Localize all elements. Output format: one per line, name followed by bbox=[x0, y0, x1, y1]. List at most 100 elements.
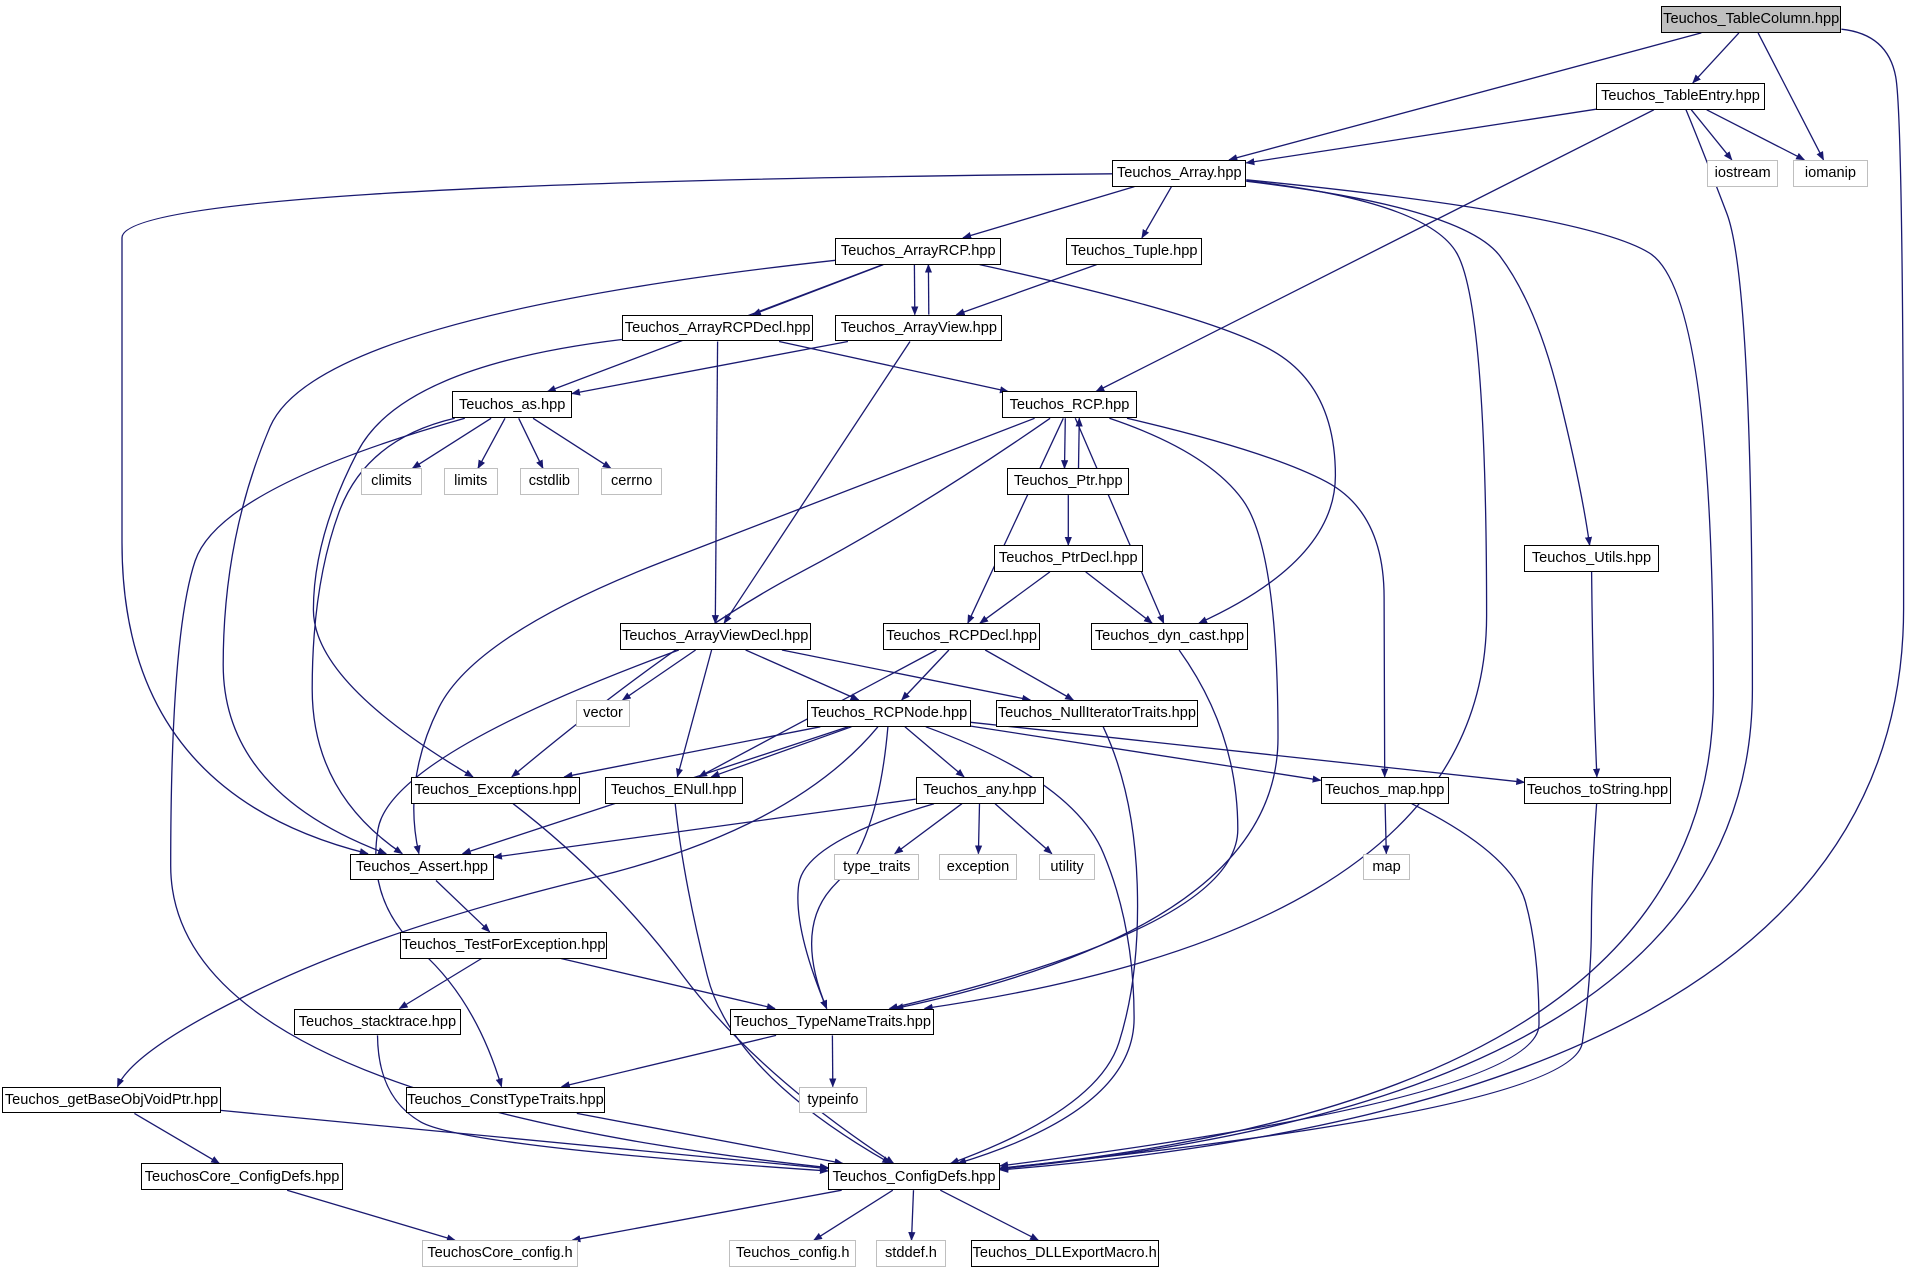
node-array-rcp[interactable]: Teuchos_ArrayRCP.hpp bbox=[835, 237, 1002, 265]
node-assert[interactable]: Teuchos_Assert.hpp bbox=[349, 853, 494, 881]
node-utils[interactable]: Teuchos_Utils.hpp bbox=[1524, 545, 1659, 572]
edge-array-to-utils bbox=[1246, 180, 1593, 546]
edge-rcp-to-rcp-decl bbox=[967, 418, 1064, 625]
node-type-traits: type_traits bbox=[834, 853, 920, 881]
node-table-entry[interactable]: Teuchos_TableEntry.hpp bbox=[1596, 82, 1765, 110]
edge-table-column-to-array bbox=[1228, 32, 1702, 162]
node-as[interactable]: Teuchos_as.hpp bbox=[452, 391, 572, 419]
edge-array-rcp-decl-to-rcp bbox=[778, 340, 1009, 394]
node-core-config-h: TeuchosCore_config.h bbox=[421, 1240, 579, 1268]
node-tuple[interactable]: Teuchos_Tuple.hpp bbox=[1065, 237, 1203, 265]
node-vector: vector bbox=[575, 699, 631, 727]
node-iostream: iostream bbox=[1707, 159, 1779, 187]
edge-rcp-to-type-name-traits bbox=[894, 417, 1279, 1011]
node-table-column[interactable]: Teuchos_TableColumn.hpp bbox=[1660, 6, 1842, 33]
edge-utils-to-to-string bbox=[1590, 571, 1601, 778]
edge-rcp-node-to-type-name-traits bbox=[811, 726, 889, 1010]
node-core-config-defs[interactable]: TeuchosCore_ConfigDefs.hpp bbox=[141, 1163, 343, 1191]
edge-array-to-tuple bbox=[1141, 186, 1173, 239]
edge-dyn-cast-to-type-name-traits bbox=[888, 649, 1239, 1011]
edge-any-to-assert bbox=[493, 798, 916, 860]
edge-array-view-to-array-view-decl bbox=[723, 341, 911, 624]
edge-rcp-to-dyn-cast bbox=[1074, 418, 1165, 625]
node-dyn-cast[interactable]: Teuchos_dyn_cast.hpp bbox=[1091, 623, 1248, 650]
node-type-name-traits[interactable]: Teuchos_TypeNameTraits.hpp bbox=[730, 1008, 935, 1036]
edge-rcp-node-to-get-base-obj bbox=[116, 726, 879, 1088]
edge-array-rcp-decl-to-array-view-decl bbox=[711, 341, 719, 625]
edge-array-view-decl-to-null-iter bbox=[781, 649, 1032, 702]
edge-rcp-decl-to-null-iter bbox=[984, 649, 1075, 701]
node-exception: exception bbox=[939, 853, 1018, 881]
node-enull[interactable]: Teuchos_ENull.hpp bbox=[604, 776, 743, 804]
node-cerrno: cerrno bbox=[601, 468, 663, 496]
edge-rcp-to-exceptions bbox=[511, 417, 1051, 778]
edge-rcp-decl-to-rcp-node bbox=[901, 649, 950, 701]
node-ptr-decl[interactable]: Teuchos_PtrDecl.hpp bbox=[993, 545, 1143, 572]
edge-config-defs-to-dll-export bbox=[940, 1189, 1040, 1241]
edge-rcp-node-to-exceptions bbox=[563, 726, 821, 779]
edge-array-to-array-rcp bbox=[962, 185, 1135, 239]
node-const-type-traits[interactable]: Teuchos_ConstTypeTraits.hpp bbox=[406, 1086, 605, 1114]
edge-stacktrace-to-config-defs bbox=[376, 1035, 829, 1175]
node-array[interactable]: Teuchos_Array.hpp bbox=[1112, 159, 1247, 187]
edge-table-column-to-config-defs bbox=[999, 28, 1905, 1173]
node-array-rcp-decl[interactable]: Teuchos_ArrayRCPDecl.hpp bbox=[621, 314, 814, 342]
edge-get-base-obj-to-config-defs bbox=[220, 1109, 829, 1172]
node-map-hpp[interactable]: Teuchos_map.hpp bbox=[1320, 776, 1449, 804]
edge-get-base-obj-to-core-config-defs bbox=[134, 1112, 221, 1164]
node-typeinfo: typeinfo bbox=[798, 1086, 868, 1114]
edge-array-view-decl-to-vector bbox=[621, 649, 696, 701]
edge-any-to-type-traits bbox=[894, 803, 963, 855]
node-climits: climits bbox=[360, 468, 422, 496]
node-iomanip: iomanip bbox=[1792, 159, 1869, 187]
node-any[interactable]: Teuchos_any.hpp bbox=[915, 776, 1044, 804]
node-limits: limits bbox=[443, 468, 498, 496]
node-array-view[interactable]: Teuchos_ArrayView.hpp bbox=[835, 314, 1003, 342]
node-config-defs[interactable]: Teuchos_ConfigDefs.hpp bbox=[828, 1163, 1000, 1191]
node-rcp-node[interactable]: Teuchos_RCPNode.hpp bbox=[807, 699, 971, 727]
node-array-view-decl[interactable]: Teuchos_ArrayViewDecl.hpp bbox=[619, 623, 811, 650]
edge-as-to-cerrno bbox=[532, 417, 612, 469]
edge-rcp-node-to-enull bbox=[710, 726, 852, 778]
edge-ptr-to-rcp bbox=[1075, 417, 1083, 469]
edge-table-entry-to-iostream bbox=[1690, 109, 1733, 161]
edge-array-to-config-defs bbox=[999, 179, 1715, 1172]
node-dll-export[interactable]: Teuchos_DLLExportMacro.h bbox=[970, 1240, 1159, 1268]
edge-type-name-traits-to-const-type-traits bbox=[560, 1034, 777, 1089]
node-exceptions[interactable]: Teuchos_Exceptions.hpp bbox=[410, 776, 581, 804]
node-stacktrace[interactable]: Teuchos_stacktrace.hpp bbox=[293, 1008, 461, 1036]
edge-array-to-type-name-traits bbox=[923, 180, 1488, 1011]
node-rcp[interactable]: Teuchos_RCP.hpp bbox=[1002, 391, 1137, 419]
edge-table-entry-to-rcp bbox=[1095, 109, 1655, 393]
edge-array-rcp-to-assert bbox=[222, 259, 836, 855]
edge-rcp-node-to-map-hpp bbox=[970, 725, 1322, 783]
edge-any-to-exception bbox=[974, 803, 983, 855]
edge-test-for-exception-to-stacktrace bbox=[398, 957, 482, 1010]
node-to-string[interactable]: Teuchos_toString.hpp bbox=[1524, 776, 1671, 804]
edge-table-entry-to-config-defs bbox=[999, 109, 1754, 1172]
node-config-h: Teuchos_config.h bbox=[729, 1240, 857, 1268]
edge-array-view-decl-to-rcp-node bbox=[745, 649, 860, 701]
edge-null-iter-to-config-defs bbox=[949, 726, 1139, 1165]
edge-rcp-to-ptr bbox=[1061, 418, 1069, 470]
edge-any-to-utility bbox=[994, 803, 1053, 855]
node-null-iter[interactable]: Teuchos_NullIteratorTraits.hpp bbox=[996, 699, 1198, 727]
edge-rcp-to-assert bbox=[413, 417, 1035, 855]
edge-ptr-decl-to-rcp-decl bbox=[979, 571, 1051, 624]
edge-table-column-to-iomanip bbox=[1757, 32, 1825, 161]
node-rcp-decl[interactable]: Teuchos_RCPDecl.hpp bbox=[882, 623, 1041, 650]
edge-ptr-decl-to-dyn-cast bbox=[1085, 571, 1153, 624]
edge-any-to-type-name-traits bbox=[797, 803, 935, 1010]
node-cstdlib: cstdlib bbox=[519, 468, 580, 496]
node-get-base-obj[interactable]: Teuchos_getBaseObjVoidPtr.hpp bbox=[2, 1086, 221, 1114]
edge-const-type-traits-to-config-defs bbox=[576, 1112, 844, 1166]
node-test-for-exception[interactable]: Teuchos_TestForException.hpp bbox=[399, 931, 608, 959]
edge-array-rcp-to-dyn-cast bbox=[979, 263, 1337, 624]
edge-map-hpp-to-map bbox=[1382, 803, 1390, 855]
edge-as-to-cstdlib bbox=[518, 418, 544, 470]
node-ptr[interactable]: Teuchos_Ptr.hpp bbox=[1007, 468, 1130, 496]
edge-array-to-assert bbox=[121, 173, 1113, 856]
